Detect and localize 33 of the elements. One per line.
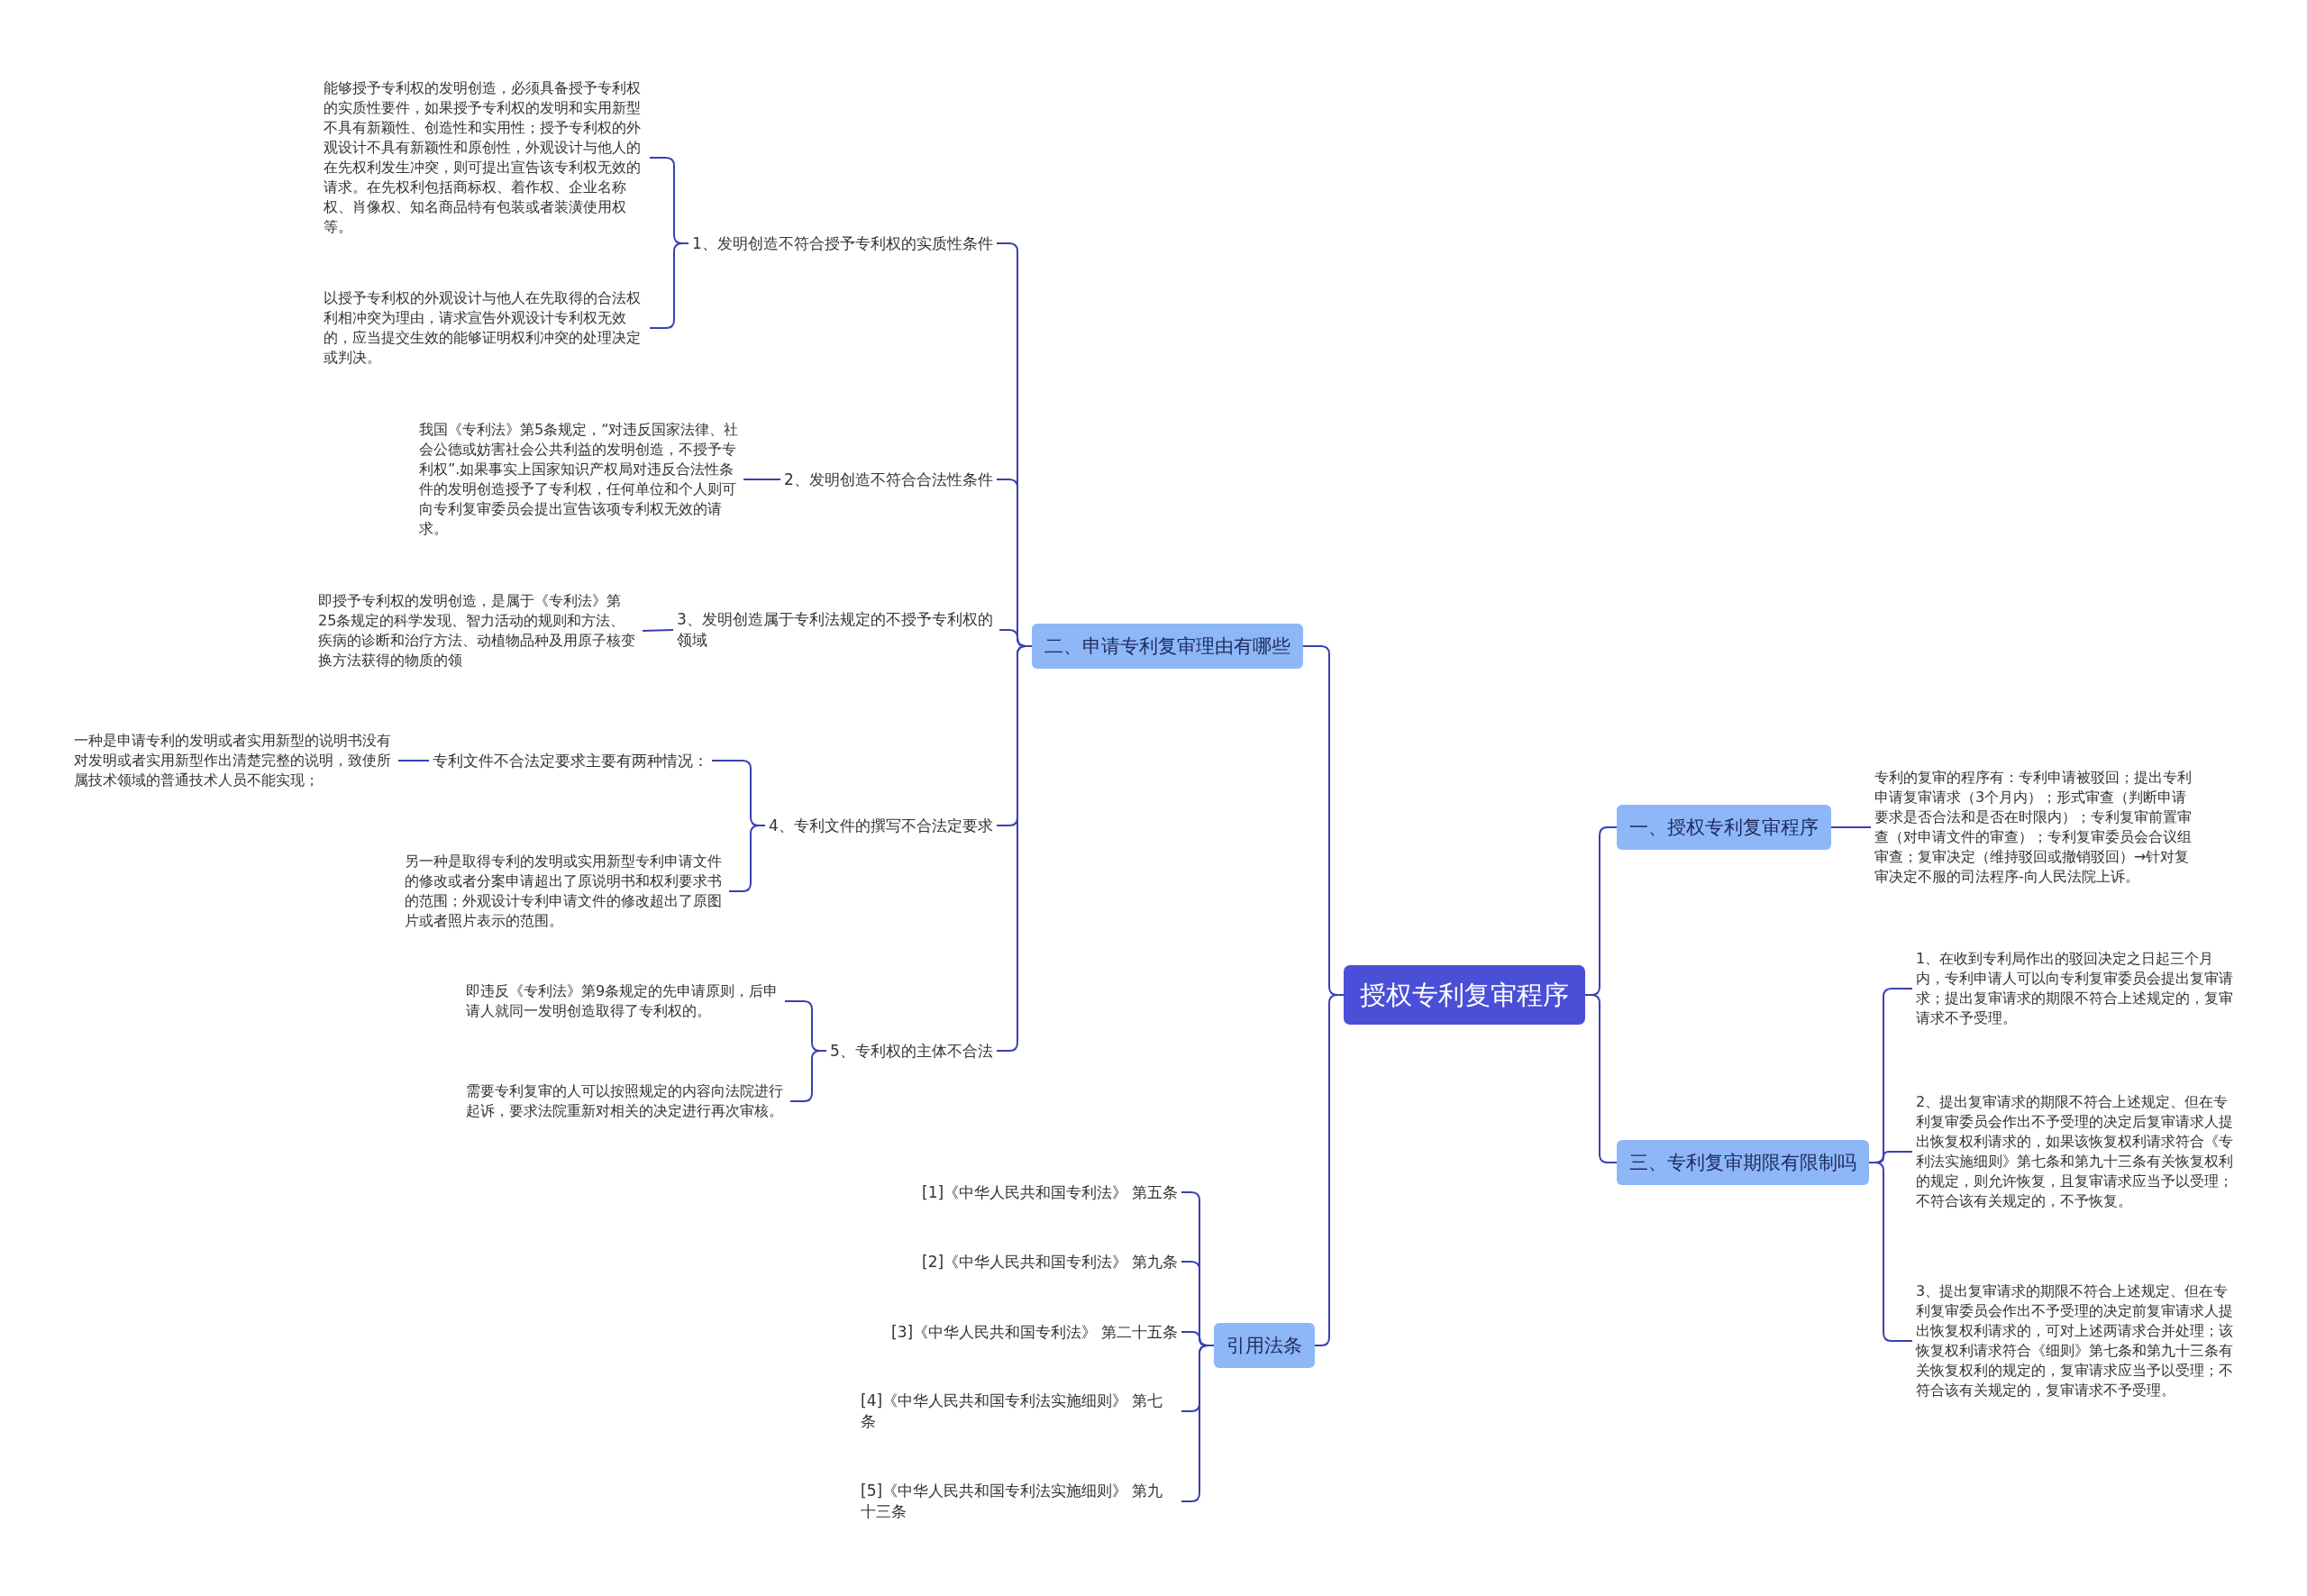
topic-text: 5、专利权的主体不合法	[826, 1040, 997, 1062]
note-text: 即违反《专利法》第9条规定的先申请原则，后申请人就同一发明创造取得了专利权的。	[462, 981, 785, 1021]
connector-line	[1584, 994, 1618, 1163]
topic-text: [3]《中华人民共和国专利法》 第二十五条	[888, 1321, 1182, 1343]
note-text: 2、提出复审请求的期限不符合上述规定、但在专利复审委员会作出不予受理的决定后复审请求人提出恢复权利请求的，如果该恢复权利请求符合《专利法实施细则》第七条和第九十三条有关恢复权利的规定，则允许恢复，且复审请求应当予以受理；不符合该有关规定的，不予恢复。	[1912, 1092, 2242, 1211]
topic-text: 4、专利文件的撰写不合法定要求	[765, 815, 997, 836]
note-text: 需要专利复审的人可以按照规定的内容向法院进行起诉，要求法院重新对相关的决定进行再次审核。	[462, 1081, 790, 1121]
connector-line	[397, 760, 430, 762]
topic-text: 2、发明创造不符合合法性条件	[780, 469, 997, 490]
topic-text: [2]《中华人民共和国专利法》 第九条	[918, 1251, 1182, 1272]
topic-box: 一、授权专利复审程序	[1617, 805, 1831, 850]
note-text: 即授予专利权的发明创造，是属于《专利法》第25条规定的科学发现、智力活动的规则和方法、疾病的诊断和治疗方法、动植物品种及用原子核变换方法获得的物质的领	[315, 591, 643, 670]
connector-line	[642, 629, 674, 632]
note-text: 我国《专利法》第5条规定，“对违反国家法律、社会公德或妨害社会公共利益的发明创造，不授予专利权”.如果事实上国家知识产权局对违反合法性条件的发明创造授予了专利权，任何单位和个人则可向专利复审委员会提出宣告该项专利权无效的请求。	[415, 420, 743, 539]
topic-text: [1]《中华人民共和国专利法》 第五条	[918, 1181, 1182, 1203]
topic-box: 二、申请专利复审理由有哪些	[1032, 624, 1303, 669]
topic-box: 引用法条	[1214, 1323, 1315, 1368]
note-text: 3、提出复审请求的期限不符合上述规定、但在专利复审委员会作出不予受理的决定前复审请求人提出恢复权利请求的，可对上述两请求合并处理；该恢复权利请求符合《细则》第七条和第九十三条有关恢复权利的规定的，复审请求应当予以受理；不符合该有关规定的，复审请求不予受理。	[1912, 1281, 2242, 1400]
topic-text: [5]《中华人民共和国专利法实施细则》 第九十三条	[857, 1481, 1181, 1522]
topic-box: 三、专利复审期限有限制吗	[1617, 1140, 1869, 1185]
central-topic-box: 授权专利复审程序	[1344, 965, 1585, 1025]
topic-text: [4]《中华人民共和国专利法实施细则》 第七条	[857, 1391, 1181, 1432]
topic-text: 专利文件不合法定要求主要有两种情况：	[429, 750, 712, 771]
topic-text: 3、发明创造属于专利法规定的不授予专利权的领域	[673, 609, 999, 651]
connector-line	[1830, 826, 1872, 828]
note-text: 1、在收到专利局作出的驳回决定之日起三个月内，专利申请人可以向专利复审委员会提出复审请求；提出复审请求的期限不符合上述规定的，复审请求不予受理。	[1912, 949, 2242, 1028]
note-text: 一种是申请专利的发明或者实用新型的说明书没有对发明或者实用新型作出清楚完整的说明，致使所属技术领域的普通技术人员不能实现；	[70, 731, 398, 790]
note-text: 能够授予专利权的发明创造，必须具备授予专利权的实质性要件，如果授予专利权的发明和实用新型不具有新颖性、创造性和实用性；授予专利权的外观设计不具有新颖性和原创性，外观设计与他人的在先权利发生冲突，则可提出宣告该专利权无效的请求。在先权利包括商标权、着作权、企业名称权、肖像权、知名商品特有包装或者装潢使用权等。	[320, 78, 650, 237]
note-text: 专利的复审的程序有：专利申请被驳回；提出专利申请复审请求（3个月内）；形式审查（判断申请要求是否合法和是否在时限内）；专利复审前置审查（对申请文件的审查）；专利复审委员会合议组审查；复审决定（维持驳回或撤销驳回）→针对复审决定不服的司法程序-向人民法院上诉。	[1871, 768, 2201, 887]
note-text: 另一种是取得专利的发明或实用新型专利申请文件的修改或者分案申请超出了原说明书和权利要求书的范围；外观设计专利申请文件的修改超出了原图片或者照片表示的范围。	[401, 852, 729, 931]
topic-text: 1、发明创造不符合授予专利权的实质性条件	[688, 233, 997, 254]
note-text: 以授予专利权的外观设计与他人在先取得的合法权利相冲突为理由，请求宣告外观设计专利权无效的，应当提交生效的能够证明权利冲突的处理决定或判决。	[320, 288, 650, 368]
connector-line	[743, 479, 781, 480]
